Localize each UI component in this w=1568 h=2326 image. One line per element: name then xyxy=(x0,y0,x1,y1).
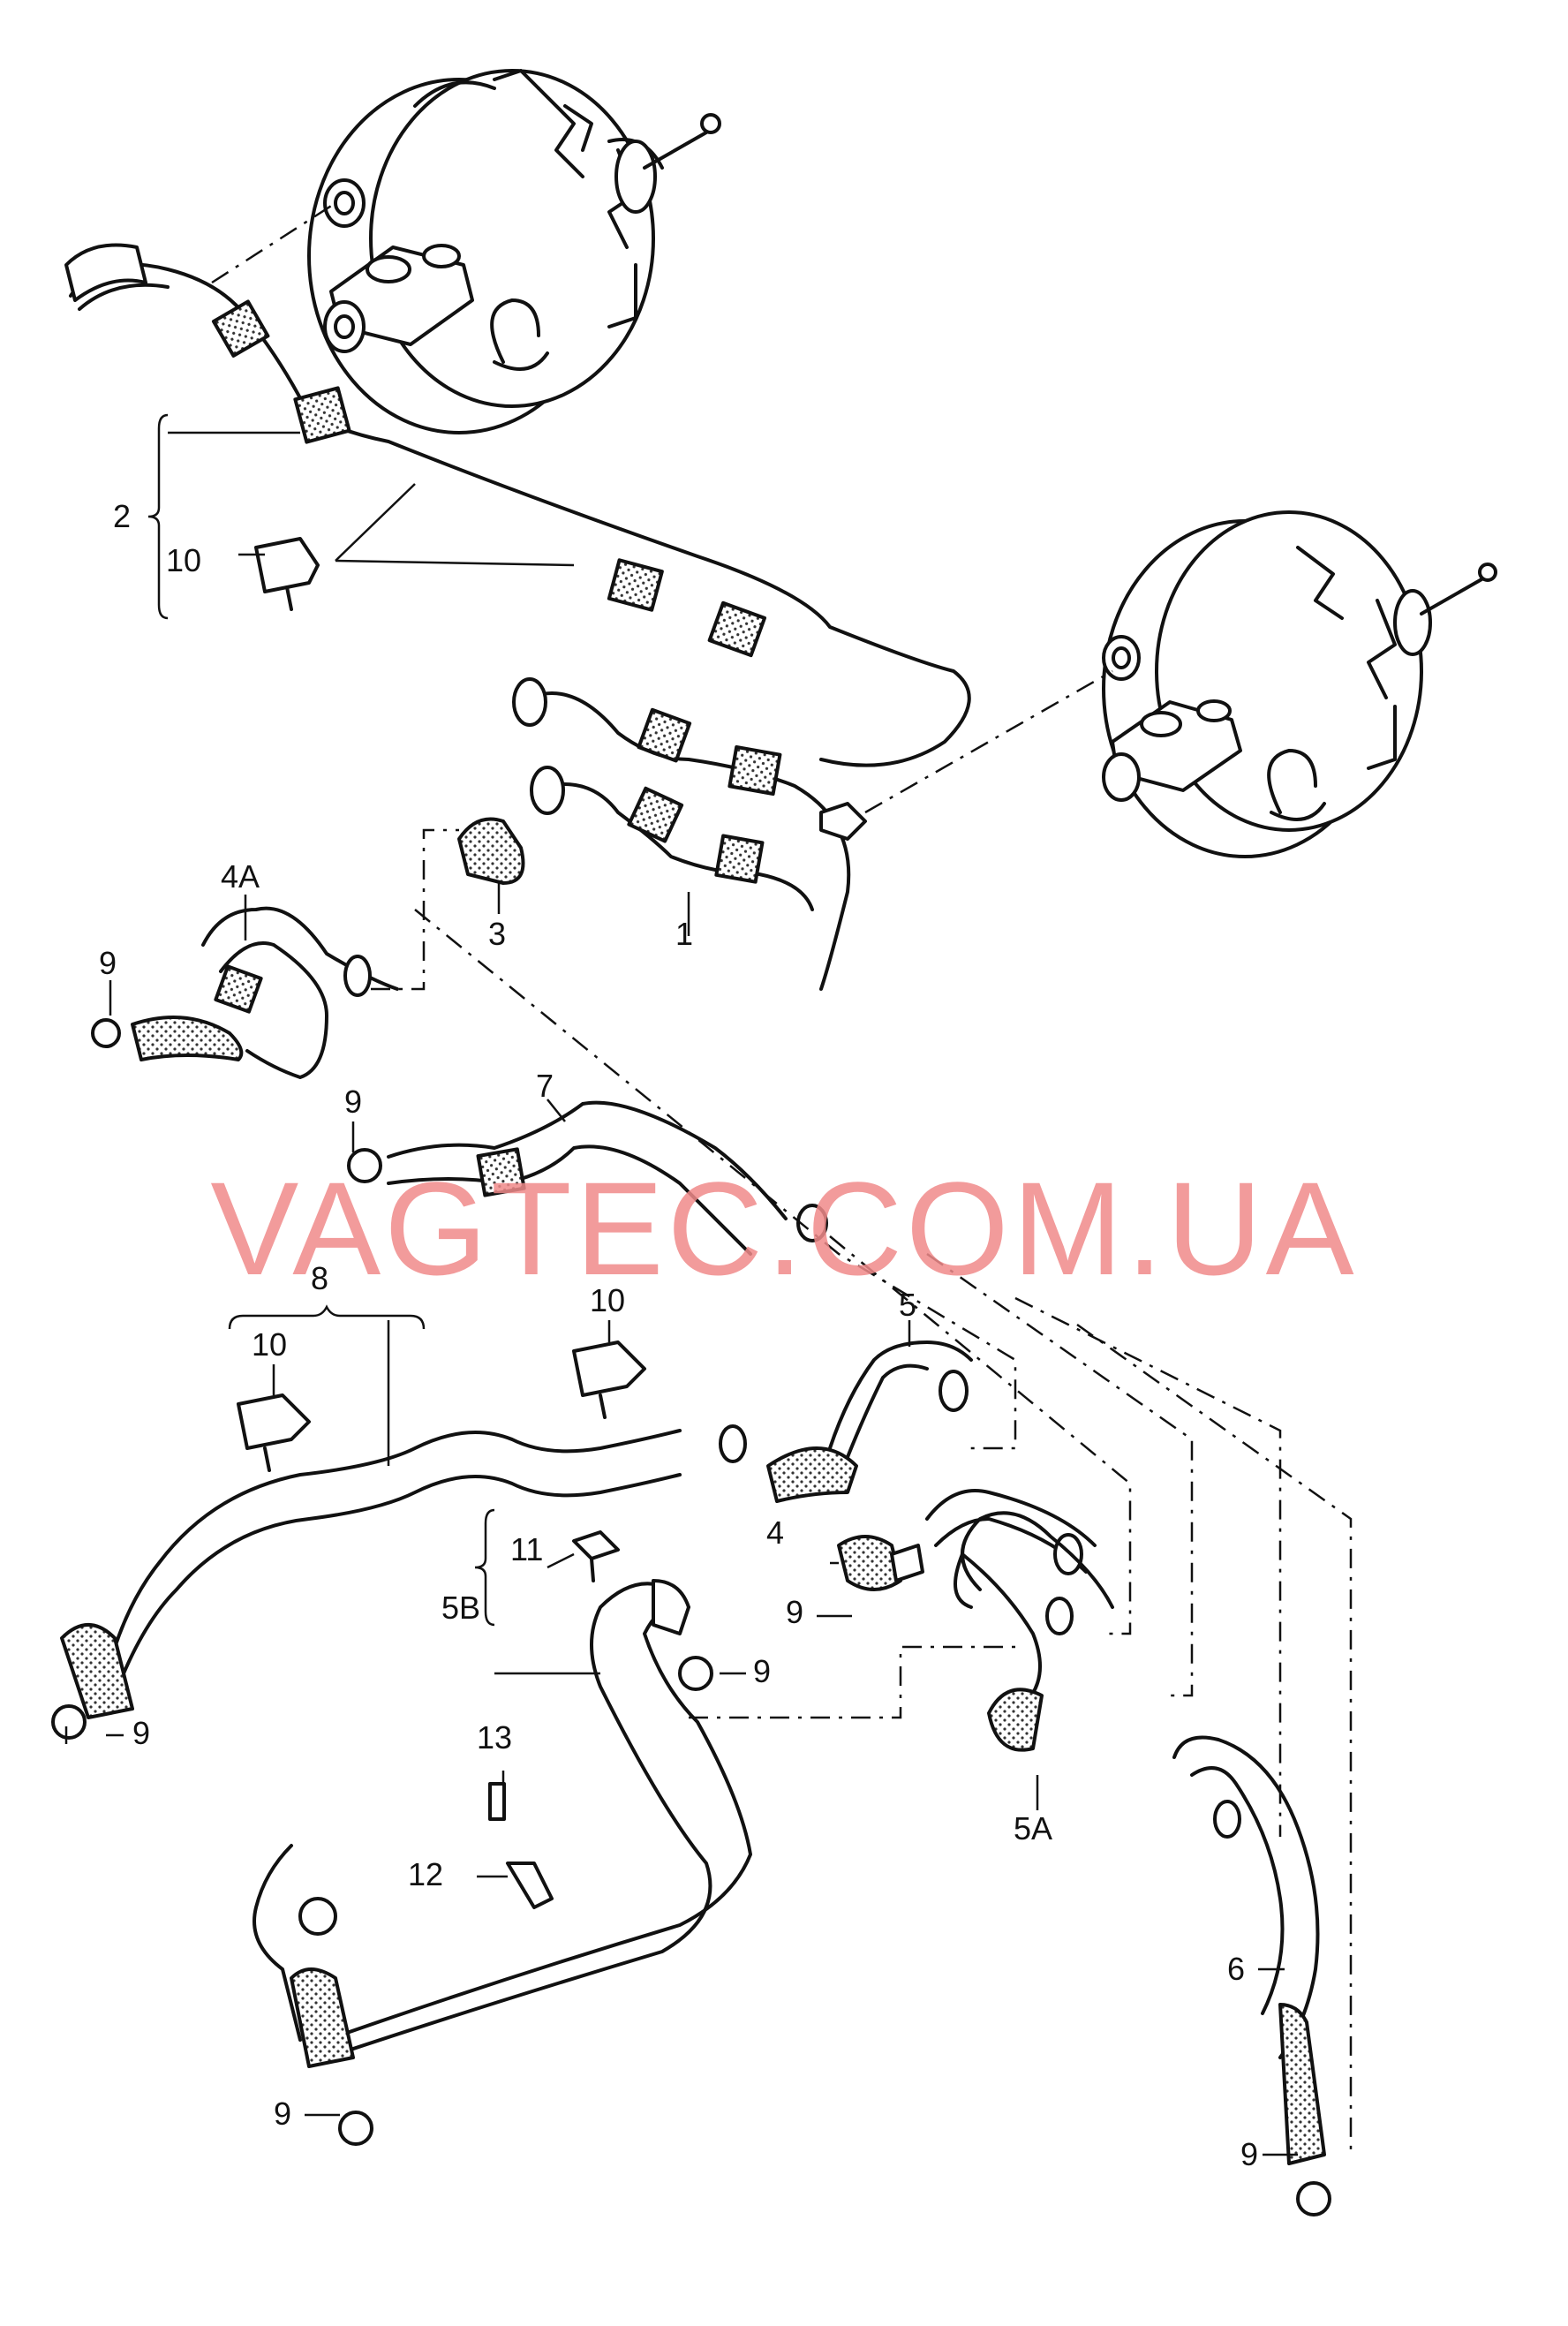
part-4 xyxy=(837,1489,1097,1591)
callout-5a: 5A xyxy=(1014,1810,1053,1846)
hose-2 xyxy=(64,243,971,767)
hose-5b xyxy=(253,1579,752,2146)
brake-booster-lower xyxy=(1102,510,1497,858)
hose-4a xyxy=(91,906,399,1079)
callout-7: 7 xyxy=(536,1068,554,1104)
brake-booster-upper xyxy=(307,69,721,434)
bracket-12 xyxy=(506,1862,554,1909)
hose-5a xyxy=(954,1511,1114,1752)
callout-9-e: 9 xyxy=(132,1715,151,1751)
hose-1 xyxy=(512,677,867,991)
clamp-11 xyxy=(572,1530,620,1582)
clamp-10-upper xyxy=(254,537,320,611)
callout-10-center: 10 xyxy=(590,1282,626,1318)
leader-lines xyxy=(64,413,1298,2156)
watermark: VAGTEC.COM.UA xyxy=(210,1154,1358,1303)
callout-12: 12 xyxy=(408,1856,444,1892)
callout-13: 13 xyxy=(477,1719,513,1756)
clamp-10-center xyxy=(572,1340,646,1419)
callout-9-b: 9 xyxy=(344,1084,363,1120)
callout-3: 3 xyxy=(488,916,507,952)
callout-5-top: 5 xyxy=(899,1287,917,1323)
callout-9-g: 9 xyxy=(1240,2136,1259,2172)
callout-8: 8 xyxy=(311,1260,329,1296)
clamp-10-left xyxy=(237,1393,311,1472)
callout-4: 4 xyxy=(766,1514,785,1551)
callout-1: 1 xyxy=(675,916,694,952)
dashed-links xyxy=(211,201,1353,2155)
callout-11: 11 xyxy=(510,1531,544,1567)
callout-4a: 4A xyxy=(221,858,260,895)
hose-8 xyxy=(51,1424,747,1740)
callout-9-f: 9 xyxy=(274,2096,292,2132)
callout-9-a: 9 xyxy=(99,945,117,981)
hose-5 xyxy=(766,1340,973,1503)
callout-6: 6 xyxy=(1227,1951,1246,1987)
hose-7 xyxy=(347,1100,828,1256)
part-3 xyxy=(457,817,525,885)
hose-6 xyxy=(1172,1735,1331,2216)
bolt-13 xyxy=(488,1782,506,1821)
callout-9-d: 9 xyxy=(753,1653,772,1689)
callout-2: 2 xyxy=(113,498,132,534)
callout-10-left: 10 xyxy=(252,1326,288,1363)
callout-5b: 5B xyxy=(441,1590,481,1626)
callout-10-upper: 10 xyxy=(166,542,202,578)
callout-9-c: 9 xyxy=(786,1594,804,1630)
